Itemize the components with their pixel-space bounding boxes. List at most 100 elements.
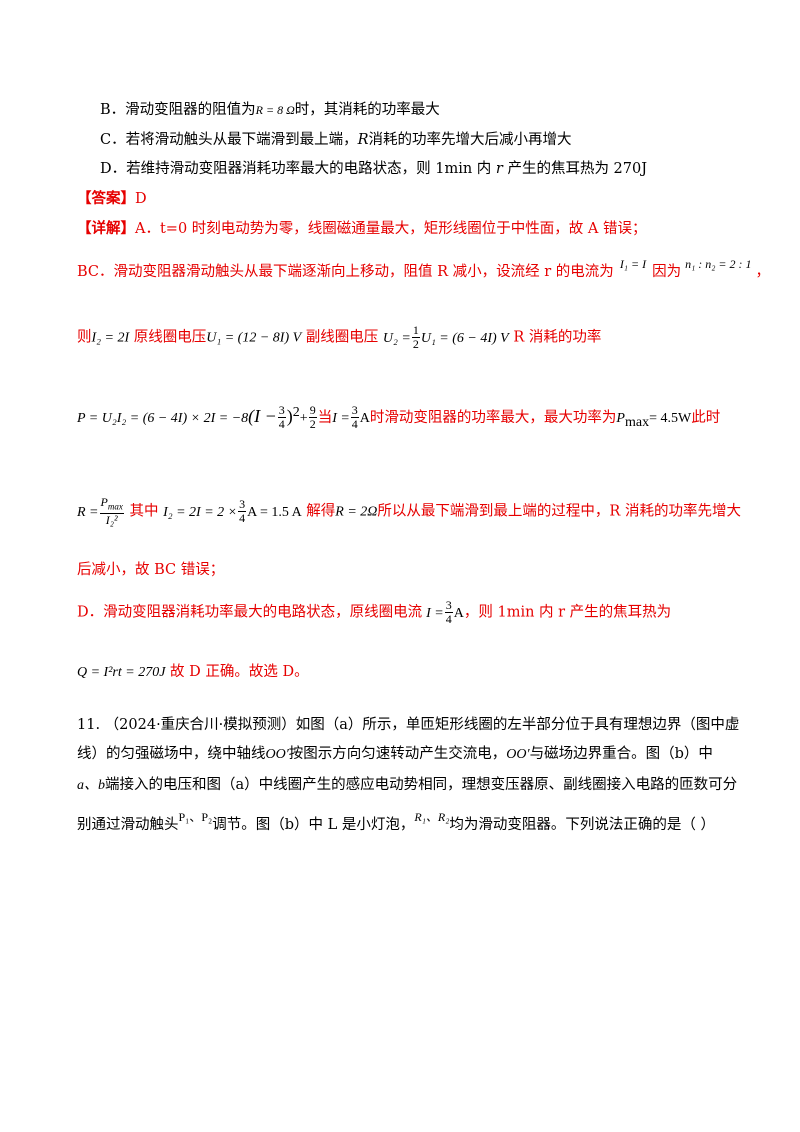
eq-i2b-num: 3 xyxy=(238,497,247,513)
detail-d-end: 故 D 正确。故选 D。 xyxy=(170,664,309,680)
eq-i-num: 3 xyxy=(350,403,359,419)
eq-i-den: 4 xyxy=(351,417,358,432)
question-11-text-2a: 线）的匀强磁场中，绕中轴线 xyxy=(77,746,266,762)
eq-u2-den: 2 xyxy=(412,337,419,351)
eq-p-two: 2 xyxy=(309,417,316,432)
question-number: 11. xyxy=(77,717,101,733)
secondary-voltage-text: 副线圈电压 xyxy=(305,329,379,346)
eq-i-left: I = xyxy=(332,410,350,426)
r-power-text: R 消耗的功率 xyxy=(513,329,602,346)
eq-p-paren: (I − xyxy=(248,405,277,426)
eq-r-den: I₂² xyxy=(105,513,118,528)
option-c-var: R xyxy=(357,132,369,148)
ab-terminals: a、b xyxy=(77,778,105,793)
answer-value: D xyxy=(135,191,147,207)
eq-pmax: Pmax= 4.5W xyxy=(616,410,692,430)
eq-p-close: ) xyxy=(286,405,293,426)
max-power-text: 时滑动变阻器的功率最大，最大功率为 xyxy=(369,409,617,426)
question-11-line-3: a、b端接入的电压和图（a）中线圈产生的感应电动势相同，理想变压器原、副线圈接入… xyxy=(77,775,740,796)
eq-i2b-left: I₂ = 2I = 2 × xyxy=(163,504,238,520)
detail-a-text: A．t=0 时刻电动势为零，线圈磁通量最大，矩形线圈位于中性面，故 A 错误； xyxy=(135,221,647,237)
question-11-text-3: 端接入的电压和图（a）中线圈产生的感应电动势相同，理想变压器原、副线圈接入电路的… xyxy=(105,777,738,793)
option-d: D．若维持滑动变阻器消耗功率最大的电路状态，则 1min 内 r 产生的焦耳热为… xyxy=(100,159,740,179)
eq-id-den: 4 xyxy=(445,612,452,626)
question-11-text-1: （2024·重庆合川·模拟预测）如图（a）所示，单匝矩形线圈的左半部分位于具有理… xyxy=(104,717,740,733)
eq-p-plus: + xyxy=(299,410,308,426)
detail-bc-text: BC．滑动变阻器滑动触头从最下端逐渐向上移动，阻值 R 减小，设流经 r 的电流… xyxy=(77,264,614,280)
option-b-tail: 时，其消耗的功率最大 xyxy=(294,102,440,118)
eq-id-unit: A xyxy=(453,605,464,621)
answer-line: 【答案】D xyxy=(77,189,740,209)
eq-r2: R = 2Ω xyxy=(335,504,378,520)
question-11-line-2: 线）的匀强磁场中，绕中轴线OO′按图示方向匀速转动产生交流电，OO′与磁场边界重… xyxy=(77,744,740,765)
question-11-text-4a: 别通过滑动触头 xyxy=(77,817,179,833)
eq-id-num: 3 xyxy=(444,598,453,613)
eq-id-left: I = xyxy=(426,605,444,621)
eq-pmax-sub: max xyxy=(624,414,650,430)
option-c-label: C．若将滑动触头从最下端滑到最上端， xyxy=(100,132,358,148)
option-d-tail: 产生的焦耳热为 270J xyxy=(507,161,648,177)
oo-axis-label: OO′ xyxy=(265,747,289,762)
eq-i2b-den: 4 xyxy=(239,511,246,526)
when-text: 当 xyxy=(317,409,333,426)
question-11-line-1: 11. （2024·重庆合川·模拟预测）如图（a）所示，单匝矩形线圈的左半部分位… xyxy=(77,715,740,735)
detail-line-q: Q = I²rt = 270J 故 D 正确。故选 D。 xyxy=(77,662,740,683)
eq-u2-num: 1 xyxy=(411,323,420,338)
p1-p2-label: P₁、P₂ xyxy=(178,810,213,824)
then-text: 则 xyxy=(77,329,92,346)
oo-axis-label-2: OO′ xyxy=(506,747,530,762)
eq-u1: U₁ = (12 − 8I) V xyxy=(206,330,302,346)
option-b: B．滑动变阻器的阻值为R = 8 Ω时，其消耗的功率最大 xyxy=(100,100,740,120)
question-11-line-4: 别通过滑动触头P₁、P₂调节。图（b）中 L 是小灯泡，R₁、R₂均为滑动变阻器… xyxy=(77,810,740,835)
eq-r-num-sub: max xyxy=(107,501,123,512)
eq-r-left: R = xyxy=(77,504,99,520)
so-text: 所以从最下端滑到最上端的过程中，R 消耗的功率先增大 xyxy=(377,503,741,520)
detail-so-line-2: 后减小，故 BC 错误； xyxy=(77,560,740,580)
eq-pmax-p: P xyxy=(616,410,625,426)
eq-p-num: 3 xyxy=(277,403,286,419)
eq-p-left: P = U₂I₂ = (6 − 4I) × 2I = −8 xyxy=(77,410,249,426)
answer-tag: 【答案】 xyxy=(77,190,135,207)
where-text: 其中 xyxy=(129,503,159,520)
because-text: 因为 xyxy=(652,264,682,280)
option-d-var: r xyxy=(495,161,503,177)
option-d-label: D．若维持滑动变阻器消耗功率最大的电路状态，则 1min 内 xyxy=(100,161,492,177)
eq-p-nine: 9 xyxy=(308,403,317,419)
eq-i2: I₂ = 2I xyxy=(91,330,130,346)
option-c: C．若将滑动触头从最下端滑到最上端，R消耗的功率先增大后减小再增大 xyxy=(100,130,740,150)
option-b-formula: R = 8 Ω xyxy=(255,103,295,117)
option-c-tail: 消耗的功率先增大后减小再增大 xyxy=(368,132,572,148)
question-11-text-2b: 按图示方向匀速转动产生交流电， xyxy=(288,746,507,762)
eq-pmax-value: = 4.5W xyxy=(649,410,692,426)
eq-q: Q = I²rt = 270J xyxy=(77,665,166,680)
question-11-text-4b: 调节。图（b）中 L 是小灯泡， xyxy=(212,817,415,833)
question-11-text-2c: 与磁场边界重合。图（b）中 xyxy=(529,746,713,762)
eq-i-unit: A xyxy=(359,410,370,426)
eq-r-num: P xyxy=(100,495,108,509)
eq-turns-ratio: n₁ : n₂ = 2 : 1 xyxy=(685,257,752,271)
eq-p-den: 4 xyxy=(278,417,285,432)
detail-line-bc-1: BC．滑动变阻器滑动触头从最下端逐渐向上移动，阻值 R 减小，设流经 r 的电流… xyxy=(77,257,770,282)
eq-p-square: 2 xyxy=(292,405,300,420)
eq-u2-right: U₁ = (6 − 4I) V xyxy=(420,330,509,346)
detail-d-text: D．滑动变阻器消耗功率最大的电路状态，原线圈电流 xyxy=(77,604,423,621)
question-11-text-4c: 均为滑动变阻器。下列说法正确的是（ ） xyxy=(449,817,715,833)
primary-voltage-text: 原线圈电压 xyxy=(133,329,207,346)
eq-i1: I₁ = I xyxy=(619,257,647,271)
solve-text: 解得 xyxy=(306,503,336,520)
option-b-label: B．滑动变阻器的阻值为 xyxy=(100,102,256,118)
r1-r2-label: R₁、R₂ xyxy=(414,810,450,824)
detail-tag: 【详解】 xyxy=(77,220,135,237)
